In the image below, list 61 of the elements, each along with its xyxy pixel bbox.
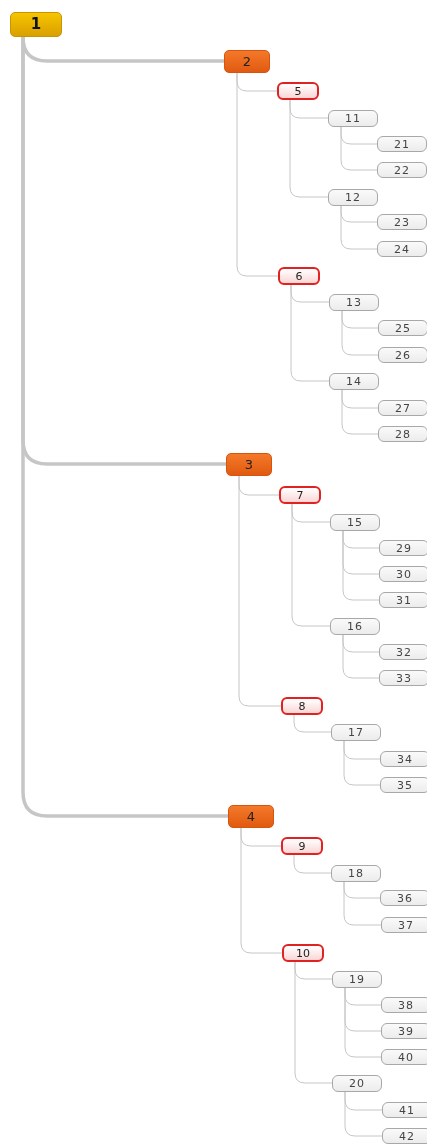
leaf-node: 30: [379, 566, 427, 582]
leaf-node: 29: [379, 540, 427, 556]
tree-node: 12: [328, 188, 378, 206]
leaf-node: 39: [381, 1023, 427, 1039]
connector-line: [240, 827, 283, 954]
branch-node: 2: [224, 49, 270, 73]
connector-line: [342, 634, 380, 679]
root-node: 1: [10, 11, 62, 37]
subbranch-node: 10: [282, 944, 324, 962]
tree-node: 11: [328, 109, 378, 127]
connector-line: [238, 475, 282, 707]
subbranch-node: 9: [281, 837, 323, 855]
leaf-node: 31: [379, 592, 427, 608]
connector-line: [343, 881, 382, 926]
branch-node: 3: [226, 452, 272, 476]
leaf-node: 27: [378, 400, 427, 416]
leaf-node: 25: [378, 320, 427, 336]
connector-line: [344, 987, 382, 1058]
leaf-node: 42: [382, 1128, 427, 1144]
connector-line: [293, 714, 332, 733]
subbranch-node: 6: [278, 267, 320, 285]
leaf-node: 26: [378, 347, 427, 363]
leaf-node: 24: [377, 241, 427, 257]
connector-line: [289, 99, 329, 198]
leaf-node: 34: [380, 751, 427, 767]
tree-node: 14: [329, 372, 379, 390]
tree-node: 16: [330, 617, 380, 635]
leaf-node: 28: [378, 426, 427, 442]
leaf-node: 21: [377, 136, 427, 152]
connector-line: [340, 126, 378, 171]
leaf-node: 38: [381, 997, 427, 1013]
connector-line: [344, 1091, 383, 1137]
connector-line: [290, 284, 330, 382]
leaf-node: 41: [382, 1102, 427, 1118]
connector-line: [294, 961, 333, 1084]
connector-line: [343, 740, 381, 786]
subbranch-node: 5: [277, 82, 319, 100]
subbranch-node: 8: [281, 697, 323, 715]
leaf-node: 37: [381, 917, 427, 933]
tree-node: 15: [330, 513, 380, 531]
leaf-node: 32: [379, 644, 427, 660]
connector-line: [236, 72, 279, 277]
leaf-node: 22: [377, 162, 427, 178]
leaf-node: 23: [377, 214, 427, 230]
tree-node: 20: [332, 1074, 382, 1092]
tree-node: 13: [329, 293, 379, 311]
leaf-node: 40: [381, 1049, 427, 1065]
connector-line: [340, 205, 378, 250]
leaf-node: 36: [380, 890, 427, 906]
subbranch-node: 7: [279, 486, 321, 504]
leaf-node: 33: [379, 670, 427, 686]
connector-line: [342, 530, 380, 601]
connector-line: [341, 389, 379, 435]
tree-node: 19: [332, 970, 382, 988]
connector-line: [293, 854, 332, 874]
tree-node: 17: [331, 723, 381, 741]
leaf-node: 35: [380, 777, 427, 793]
tree-node: 18: [331, 864, 381, 882]
connector-line: [341, 310, 379, 356]
connector-line: [291, 503, 331, 627]
branch-node: 4: [228, 804, 274, 828]
